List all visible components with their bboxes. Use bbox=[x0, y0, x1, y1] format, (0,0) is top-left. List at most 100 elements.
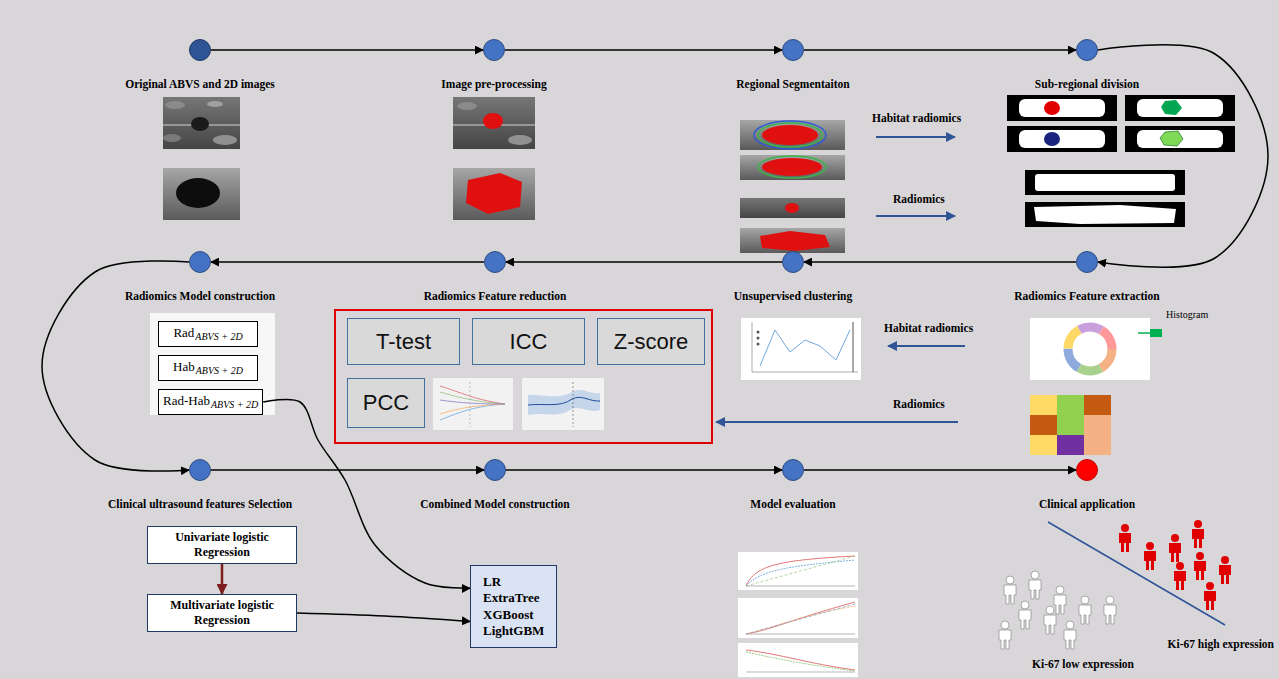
person-icon bbox=[1192, 520, 1204, 548]
mask-image bbox=[1137, 130, 1223, 148]
evaluation-chart bbox=[738, 552, 858, 590]
segmentation-image bbox=[740, 120, 845, 150]
person-icon bbox=[1054, 586, 1066, 614]
step-label: Unsupervised clustering bbox=[734, 290, 853, 302]
evaluation-chart bbox=[738, 643, 858, 677]
method-box: Z-score bbox=[597, 318, 705, 365]
ultrasound-image bbox=[191, 117, 209, 131]
flow-connector bbox=[505, 49, 782, 51]
method-box: T-test bbox=[347, 318, 460, 365]
lasso-chart bbox=[433, 378, 513, 430]
evaluation-chart bbox=[738, 552, 858, 677]
mask-image bbox=[1007, 95, 1235, 227]
lasso-chart bbox=[440, 404, 505, 420]
cluster-chart bbox=[752, 372, 858, 373]
evaluation-chart bbox=[746, 650, 855, 670]
flow-connector bbox=[804, 261, 1076, 263]
texture-grid bbox=[1030, 435, 1057, 455]
texture-grid bbox=[1030, 415, 1057, 435]
ultrasound-image bbox=[453, 97, 535, 149]
mask-image bbox=[1025, 202, 1185, 227]
annotation-label: Histogram bbox=[1166, 309, 1208, 320]
process-step: Radiomics Model construction bbox=[125, 251, 275, 302]
texture-grid bbox=[1030, 395, 1057, 415]
ultrasound-image bbox=[453, 168, 535, 220]
cv-chart bbox=[573, 382, 574, 427]
flow-connector bbox=[506, 261, 782, 263]
evaluation-chart bbox=[746, 652, 855, 671]
mask-image bbox=[1125, 126, 1235, 152]
person-icon bbox=[1079, 596, 1091, 624]
flow-connector bbox=[506, 469, 782, 471]
segmentation-image bbox=[785, 203, 799, 213]
histogram-figure bbox=[1150, 329, 1162, 337]
segmentation-image bbox=[740, 198, 845, 218]
lasso-chart bbox=[433, 378, 513, 430]
flow-arrow bbox=[888, 345, 965, 347]
process-step: Original ABVS and 2D images bbox=[125, 39, 275, 90]
box-text: Rad bbox=[173, 325, 194, 341]
ultrasound-image bbox=[453, 97, 535, 149]
person-icon bbox=[1169, 534, 1181, 562]
evaluation-chart bbox=[738, 598, 858, 638]
mask-image bbox=[1034, 205, 1176, 224]
step-dot bbox=[1076, 459, 1098, 481]
mask-image bbox=[1007, 126, 1117, 152]
flow-connector bbox=[211, 261, 484, 263]
segmentation-image bbox=[762, 158, 822, 176]
mask-image bbox=[1161, 100, 1182, 115]
mask-image bbox=[1125, 95, 1235, 121]
step-dot bbox=[1076, 39, 1098, 61]
person-icon bbox=[1119, 520, 1231, 610]
mask-image bbox=[1044, 101, 1060, 115]
histogram-figure bbox=[1068, 327, 1112, 371]
step-label: Combined Model construction bbox=[420, 498, 570, 510]
mask-image bbox=[1019, 130, 1105, 148]
person-icon bbox=[999, 571, 1116, 649]
process-step: Clinical application bbox=[1039, 459, 1135, 510]
process-step: Combined Model construction bbox=[420, 459, 570, 510]
step-label: Radiomics Model construction bbox=[125, 290, 275, 302]
cluster-chart bbox=[760, 330, 850, 366]
step-dot bbox=[782, 251, 804, 273]
histogram-figure bbox=[1068, 327, 1112, 371]
histogram-figure bbox=[1030, 318, 1162, 380]
evaluation-chart bbox=[746, 602, 855, 634]
evaluation-chart bbox=[746, 586, 855, 587]
flow-arrow bbox=[716, 421, 958, 423]
step-dot bbox=[1076, 251, 1098, 273]
person-icon bbox=[1144, 542, 1156, 570]
ultrasound-image bbox=[207, 101, 223, 107]
person-icon bbox=[999, 621, 1011, 649]
process-step: Unsupervised clustering bbox=[734, 251, 853, 302]
ultrasound-image bbox=[163, 168, 240, 220]
evaluation-chart bbox=[746, 556, 855, 586]
process-step: Clinical ultrasound features Selection bbox=[108, 459, 292, 510]
ultrasound-image bbox=[508, 135, 532, 145]
box-text: Hab bbox=[173, 359, 195, 375]
box-text: Univariate logistic Regression bbox=[154, 530, 290, 560]
lasso-chart bbox=[470, 382, 471, 427]
evaluation-chart bbox=[746, 672, 855, 673]
step-label: Image pre-processing bbox=[441, 78, 546, 90]
box-text: ABVS + 2D bbox=[196, 365, 243, 376]
person-icon bbox=[1219, 556, 1231, 584]
step-label: Radiomics Feature extraction bbox=[1014, 290, 1159, 302]
texture-grid bbox=[1057, 435, 1084, 455]
mask-image bbox=[1007, 95, 1117, 121]
process-step: Radiomics Feature reduction bbox=[424, 251, 567, 302]
cv-chart bbox=[528, 390, 600, 415]
step-dot bbox=[483, 39, 505, 61]
segmentation-image bbox=[754, 121, 826, 149]
process-step: Sub-regional division bbox=[1035, 39, 1139, 90]
box-text: Rad-Hab bbox=[163, 393, 210, 409]
lasso-chart bbox=[440, 404, 505, 414]
step-dot bbox=[189, 39, 211, 61]
person-icon bbox=[1174, 562, 1186, 590]
box-text: ICC bbox=[510, 329, 548, 355]
mask-image bbox=[1160, 131, 1183, 146]
box-text: PCC bbox=[363, 390, 409, 416]
cluster-chart bbox=[741, 318, 861, 380]
person-icon bbox=[1064, 621, 1076, 649]
cluster-chart bbox=[741, 318, 861, 380]
